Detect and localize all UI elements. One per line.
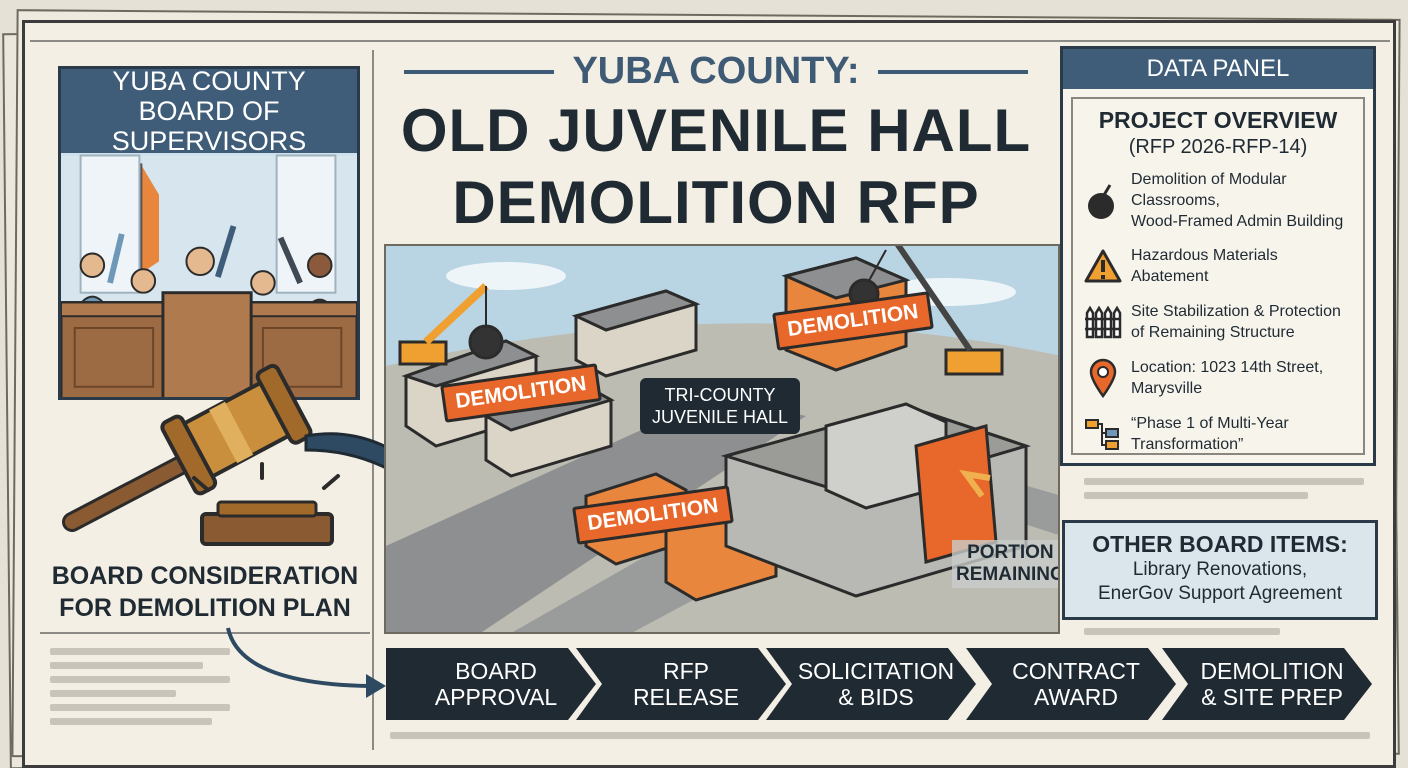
- headline-line-2: DEMOLITION RFP: [452, 169, 980, 236]
- arrow-to-timeline-icon: [226, 627, 386, 698]
- wrecking-ball-icon: [1083, 179, 1123, 223]
- item-text-line-2: of Remaining Structure: [1131, 324, 1295, 341]
- step-line-1: SOLICITATION: [797, 658, 955, 684]
- item-text-line-2: Marysville: [1131, 380, 1203, 397]
- overview-item-hazmat: Hazardous Materials Abatement: [1073, 244, 1363, 288]
- flowchart-icon: [1083, 412, 1123, 456]
- project-overview-title: PROJECT OVERVIEW: [1098, 107, 1338, 133]
- data-panel-header: DATA PANEL: [1063, 49, 1373, 89]
- column-divider-left: [372, 50, 374, 750]
- site-map-illustration: DEMOLITION DEMOLITION DEMOLITION TRI-COU…: [384, 244, 1060, 634]
- timeline-step-solicitation-bids: SOLICITATION& BIDS: [764, 646, 978, 722]
- board-of-supervisors-panel: YUBA COUNTY BOARD OF SUPERVISORS: [58, 66, 360, 400]
- other-board-items-box: OTHER BOARD ITEMS: Library Renovations, …: [1062, 520, 1378, 620]
- board-header-line-2: BOARD OF SUPERVISORS: [111, 96, 307, 156]
- filler-text-right-bottom: [1084, 628, 1364, 642]
- portion-line-2: REMAINING: [956, 564, 1060, 585]
- top-rule: [30, 40, 1390, 42]
- step-line-2: AWARD: [1034, 684, 1118, 710]
- step-line-2: APPROVAL: [434, 684, 558, 710]
- tri-label-line-1: TRI-COUNTY: [664, 385, 776, 405]
- tri-label-line-2: JUVENILE HALL: [652, 407, 789, 427]
- item-text-line-1: Location: 1023 14th Street,: [1131, 359, 1324, 376]
- step-line-1: CONTRACT: [1012, 658, 1140, 684]
- other-items-header: OTHER BOARD ITEMS:: [1092, 531, 1348, 557]
- step-line-2: RELEASE: [632, 684, 740, 710]
- portion-remaining-label: PORTION REMAINING: [952, 540, 1060, 588]
- filler-text-right: [1084, 478, 1364, 506]
- caption-line-1: BOARD CONSIDERATION: [51, 562, 359, 590]
- rfp-number: (RFP 2026-RFP-14): [1128, 136, 1308, 158]
- item-text-line-1: “Phase 1 of Multi-Year: [1131, 415, 1289, 432]
- item-text-line-2: Transformation”: [1131, 436, 1244, 453]
- overview-item-location: Location: 1023 14th Street, Marysville: [1073, 356, 1363, 400]
- headline-block: YUBA COUNTY: OLD JUVENILE HALL DEMOLITIO…: [386, 50, 1046, 237]
- step-line-1: BOARD: [455, 658, 537, 684]
- board-header-line-1: YUBA COUNTY: [112, 66, 306, 96]
- data-panel: DATA PANEL PROJECT OVERVIEW (RFP 2026-RF…: [1060, 46, 1376, 466]
- item-text-line-2: Wood-Framed Admin Building: [1131, 213, 1344, 230]
- location-pin-icon: [1083, 356, 1123, 400]
- step-line-2: & BIDS: [838, 684, 914, 710]
- gavel-icon: [62, 363, 340, 546]
- kicker-rule-right: [877, 69, 1028, 74]
- project-overview-box: PROJECT OVERVIEW (RFP 2026-RFP-14) Demol…: [1071, 97, 1365, 455]
- headline-kicker-text: YUBA COUNTY:: [572, 50, 860, 92]
- item-text-line-1: Site Stabilization & Protection: [1131, 303, 1341, 320]
- overview-item-demolition: Demolition of Modular Classrooms, Wood-Fr…: [1073, 169, 1363, 232]
- step-line-2: & SITE PREP: [1201, 684, 1343, 710]
- step-line-1: RFP: [662, 658, 709, 684]
- headline-line-1: OLD JUVENILE HALL: [400, 97, 1032, 164]
- filler-text-left: [50, 648, 230, 732]
- kicker-rule-left: [404, 69, 555, 74]
- board-panel-header: YUBA COUNTY BOARD OF SUPERVISORS: [61, 66, 357, 156]
- other-items-line-2: EnerGov Support Agreement: [1098, 583, 1342, 604]
- filler-text-bottom: [390, 732, 1370, 746]
- board-consideration-caption: BOARD CONSIDERATION FOR DEMOLITION PLAN: [40, 560, 370, 624]
- portion-line-1: PORTION: [967, 542, 1054, 563]
- board-meeting-illustration: [61, 154, 357, 397]
- other-items-line-1: Library Renovations,: [1132, 559, 1308, 580]
- item-text-line-1: Demolition of Modular Classrooms,: [1131, 171, 1287, 209]
- overview-item-site-stabilization: Site Stabilization & Protection of Remain…: [1073, 300, 1363, 344]
- hazard-warning-icon: [1083, 244, 1123, 288]
- headline-kicker: YUBA COUNTY:: [386, 50, 1046, 93]
- step-line-1: DEMOLITION: [1200, 658, 1344, 684]
- fence-icon: [1083, 300, 1123, 344]
- tri-county-juvenile-hall-label: TRI-COUNTY JUVENILE HALL: [640, 378, 801, 434]
- item-text-line-1: Hazardous Materials Abatement: [1131, 247, 1278, 285]
- timeline-step-demolition-site-prep: DEMOLITION& SITE PREP: [1160, 646, 1374, 722]
- left-footer-rule: [40, 632, 370, 634]
- caption-line-2: FOR DEMOLITION PLAN: [59, 594, 351, 622]
